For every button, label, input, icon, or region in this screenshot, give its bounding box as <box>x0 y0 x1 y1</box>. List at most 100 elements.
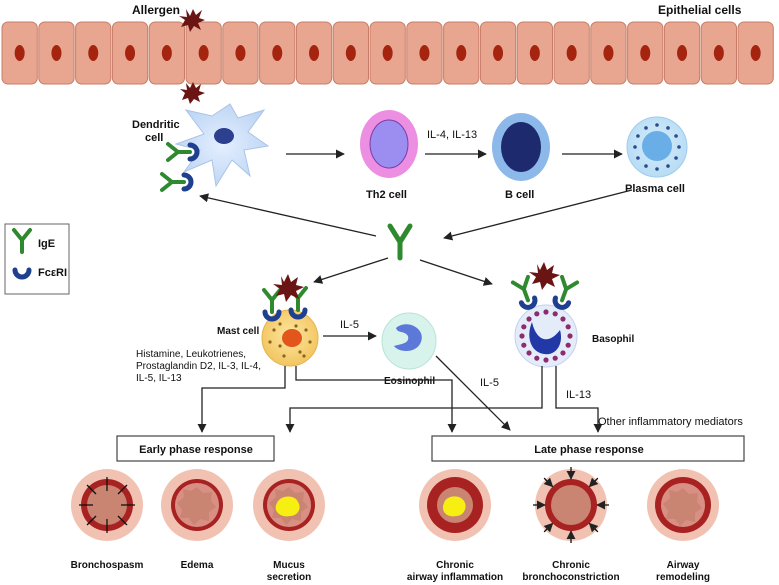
epithelial-nucleus <box>713 45 724 61</box>
mast-cell-label: Mast cell <box>217 326 259 337</box>
epithelial-nucleus <box>14 45 25 61</box>
chronic-constriction-label-1: Chronic <box>552 560 590 571</box>
granule <box>294 324 298 328</box>
il4-il13-label: IL-4, IL-13 <box>427 129 477 141</box>
granule <box>674 156 678 160</box>
ige-central-icon <box>387 223 413 261</box>
granule <box>304 328 308 332</box>
arrow <box>313 257 389 284</box>
epithelial-nucleus <box>603 45 614 61</box>
allergen-icon <box>179 9 205 32</box>
mucus-label-1: Mucus <box>273 560 305 571</box>
late-phase-box <box>431 435 745 462</box>
granule <box>519 333 525 339</box>
epithelial-nucleus <box>566 45 577 61</box>
mediators-line-3: IL-5, IL-13 <box>136 373 182 384</box>
arrow <box>443 189 633 241</box>
airway-mucus <box>253 469 325 541</box>
mucus-label-2: secretion <box>267 572 311 583</box>
granule <box>644 126 648 130</box>
mast-granules <box>268 322 312 358</box>
granule <box>552 355 558 361</box>
granule <box>543 357 549 363</box>
basophil-label: Basophil <box>592 334 634 345</box>
chronic-inflammation-label-1: Chronic <box>436 560 474 571</box>
epithelial-nucleus <box>640 45 651 61</box>
granule <box>282 354 286 358</box>
epithelial-nucleus <box>493 45 504 61</box>
granule <box>567 333 573 339</box>
plasma-nucleus <box>642 131 672 161</box>
granule <box>636 134 640 138</box>
epithelial-nucleus <box>529 45 540 61</box>
legend-ige-label: IgE <box>38 238 55 250</box>
allergen-icon <box>180 82 205 104</box>
airway-remodeling <box>647 469 719 541</box>
b-cell-nucleus <box>501 122 541 172</box>
granule <box>534 311 540 317</box>
granule <box>278 322 282 326</box>
fceri-legend-icon <box>12 267 32 280</box>
granule <box>543 309 549 315</box>
il13-label: IL-13 <box>566 389 591 401</box>
granule <box>521 342 527 348</box>
granule <box>677 145 681 149</box>
granule <box>666 126 670 130</box>
allergen-icon <box>529 262 560 290</box>
b-cell-label: B cell <box>505 189 534 201</box>
remodeling-label-1: Airway <box>667 560 700 571</box>
mast-nucleus <box>282 329 302 347</box>
arrow <box>199 193 377 237</box>
chronic-inflammation-label-2: airway inflammation <box>407 572 503 583</box>
legend-box <box>4 223 70 295</box>
dendritic-cell-label-1: Dendritic <box>132 119 180 131</box>
dendritic-nucleus <box>214 128 234 144</box>
airway-edema <box>161 469 233 541</box>
epithelial-nucleus <box>272 45 283 61</box>
plasma-granules <box>633 123 681 171</box>
connectors <box>197 355 603 433</box>
granule <box>565 342 571 348</box>
granule <box>526 316 532 322</box>
epithelial-nucleus <box>677 45 688 61</box>
epithelial-nucleus <box>161 45 172 61</box>
epithelial-nucleus <box>125 45 136 61</box>
epithelial-nucleus <box>456 45 467 61</box>
basophil-nucleus <box>529 322 562 355</box>
fceri-ige-icon <box>166 142 197 162</box>
granule <box>272 328 276 332</box>
edema-label: Edema <box>181 560 214 571</box>
chronic-constriction-label-2: bronchoconstriction <box>522 572 619 583</box>
granule <box>308 340 312 344</box>
il5-label-a: IL-5 <box>340 319 359 331</box>
epithelial-cells-label: Epithelial cells <box>658 3 742 17</box>
granule <box>644 164 648 168</box>
constriction-arrow <box>543 477 554 488</box>
granule <box>552 311 558 317</box>
granule <box>268 340 272 344</box>
late-phase-label: Late phase response <box>534 444 643 456</box>
allergen-icon <box>273 274 304 302</box>
fceri-ige-icon <box>552 274 580 310</box>
allergen-label: Allergen <box>132 3 180 17</box>
dendritic-cell <box>174 103 270 188</box>
granule <box>534 355 540 361</box>
granule <box>560 316 566 322</box>
constriction-arrow <box>588 522 599 533</box>
granule <box>565 324 571 330</box>
granule <box>526 350 532 356</box>
other-mediators-label: Other inflammatory mediators <box>598 416 743 428</box>
epithelial-nucleus <box>382 45 393 61</box>
granule <box>655 167 659 171</box>
arrow <box>419 259 493 286</box>
epithelial-nucleus <box>419 45 430 61</box>
early-phase-label: Early phase response <box>139 444 253 456</box>
epithelium <box>1 21 774 85</box>
granule <box>633 145 637 149</box>
epithelial-nucleus <box>88 45 99 61</box>
epithelial-nucleus <box>309 45 320 61</box>
granule <box>655 123 659 127</box>
constriction-arrow <box>543 522 554 533</box>
th2-cell-label: Th2 cell <box>366 189 407 201</box>
